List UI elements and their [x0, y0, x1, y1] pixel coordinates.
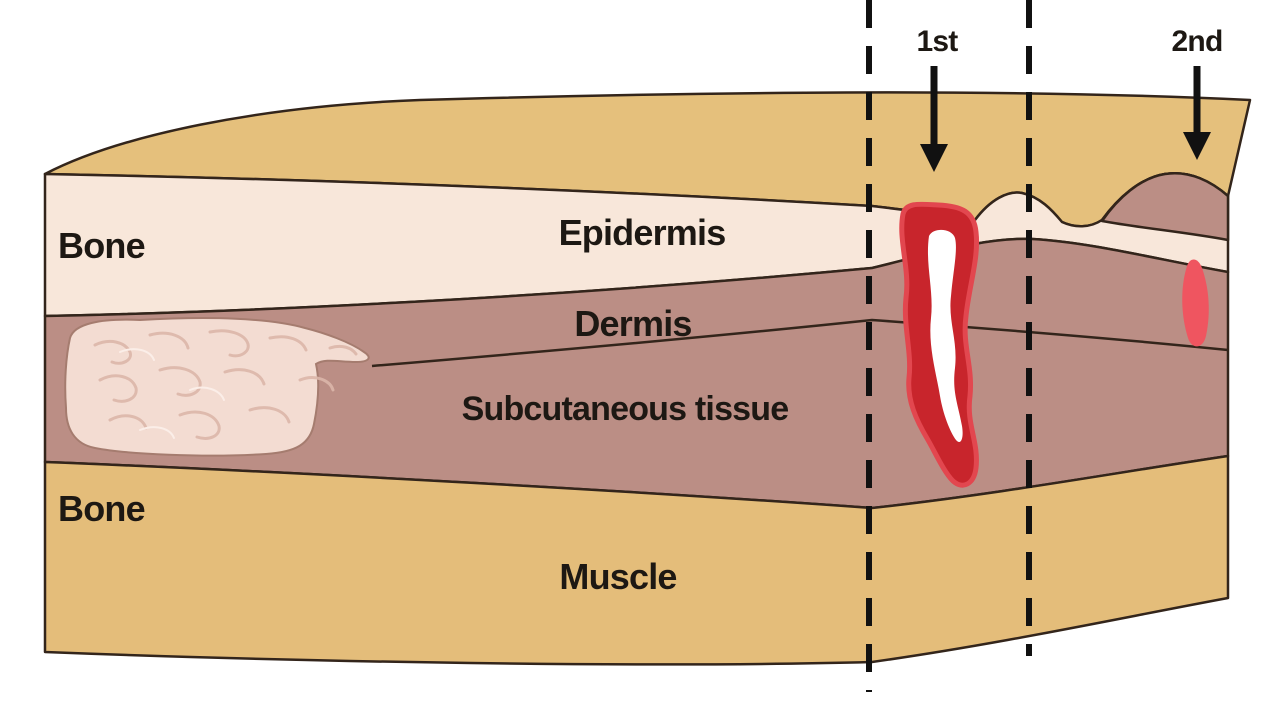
label-epidermis: Epidermis — [559, 212, 726, 253]
bone-texture-vein — [328, 344, 358, 356]
bone-texture-vein — [268, 335, 308, 352]
label-bone-top: Bone — [58, 225, 145, 266]
second-degree-mound — [1100, 171, 1230, 242]
arrow-head-icon — [1183, 132, 1211, 160]
label-first-degree: 1st — [917, 25, 959, 58]
muscle-layer — [43, 454, 1230, 666]
arrow-head-icon — [920, 144, 948, 172]
bone-texture-highlight — [119, 348, 155, 361]
bone-texture-vein — [158, 366, 202, 397]
bone-texture-vein — [108, 414, 148, 430]
label-bone-bottom: Bone — [58, 488, 145, 529]
bone-texture-highlight — [139, 426, 175, 439]
label-second-degree: 2nd — [1172, 25, 1223, 58]
dermis-subcutaneous-divider — [371, 318, 1229, 368]
first-degree-arrow — [920, 66, 948, 172]
second-degree-mark — [1182, 259, 1209, 347]
label-subcutaneous: Subcutaneous tissue — [462, 390, 789, 428]
bone-texture-vein — [223, 368, 266, 386]
bone-patch-texture — [93, 329, 358, 440]
second-degree-arrow — [1183, 66, 1211, 160]
bone-texture-highlight — [189, 386, 225, 401]
wound-core — [927, 229, 963, 443]
bone-texture-vein — [298, 376, 335, 392]
bone-texture-vein — [98, 374, 138, 403]
label-muscle: Muscle — [559, 556, 676, 597]
label-dermis: Dermis — [574, 303, 691, 344]
bone-texture-vein — [248, 406, 291, 424]
bone-texture-vein — [93, 340, 132, 365]
bone-texture-vein — [208, 329, 250, 358]
bone-patch-highlights — [119, 348, 225, 439]
bone-texture-vein — [178, 410, 221, 440]
bone-texture-vein — [148, 331, 190, 350]
